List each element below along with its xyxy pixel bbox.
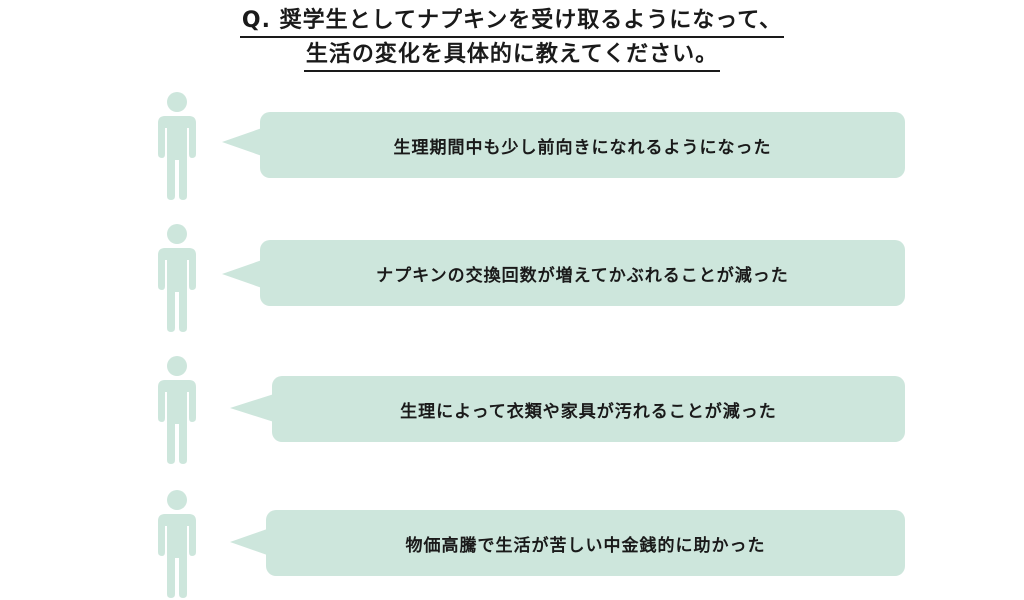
- speech-bubble: ナプキンの交換回数が増えてかぶれることが減った: [260, 240, 905, 306]
- question-title-line-2: 生活の変化を具体的に教えてください。: [303, 40, 721, 72]
- speech-bubble: 生理期間中も少し前向きになれるようになった: [260, 112, 905, 178]
- person-icon: [158, 224, 196, 332]
- speech-bubble: 物価高騰で生活が苦しい中金銭的に助かった: [266, 510, 905, 576]
- person-icon: [158, 92, 196, 200]
- speech-bubble: 生理によって衣類や家具が汚れることが減った: [272, 376, 905, 442]
- speech-bubble-tail: [230, 528, 270, 556]
- person-icon: [158, 356, 196, 464]
- person-icon: [158, 490, 196, 598]
- question-title-line-1: Q. 奨学生としてナプキンを受け取るようになって、: [239, 6, 785, 38]
- answer-text: 生理期間中も少し前向きになれるようになった: [393, 137, 772, 158]
- speech-bubble-tail: [222, 128, 262, 156]
- speech-bubble-tail: [230, 394, 274, 422]
- answer-text: 物価高騰で生活が苦しい中金銭的に助かった: [405, 535, 766, 556]
- question-title: Q. 奨学生としてナプキンを受け取るようになって、 生活の変化を具体的に教えてく…: [0, 6, 1024, 72]
- answer-text: 生理によって衣類や家具が汚れることが減った: [400, 401, 777, 422]
- speech-bubble-tail: [222, 260, 262, 288]
- answer-text: ナプキンの交換回数が増えてかぶれることが減った: [376, 265, 789, 286]
